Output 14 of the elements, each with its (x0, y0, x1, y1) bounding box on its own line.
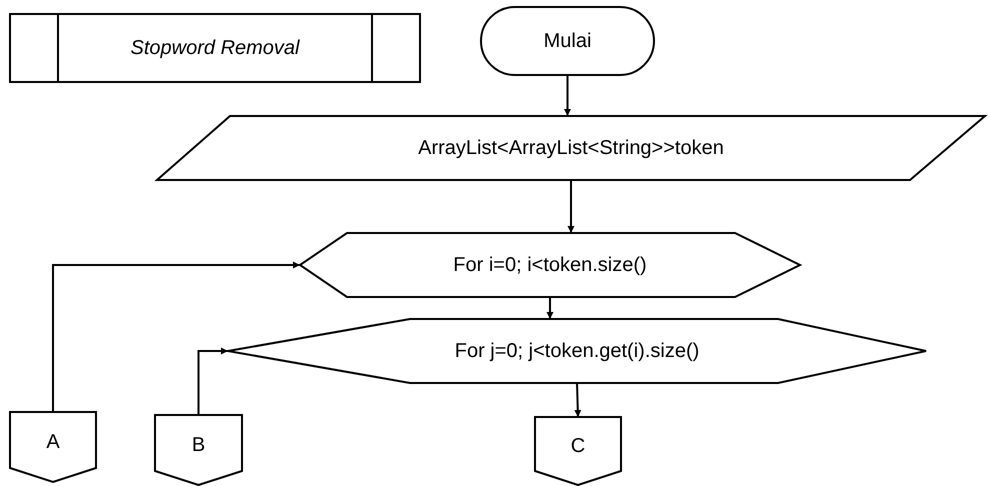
arrow (546, 297, 554, 319)
node-label: B (192, 434, 206, 456)
node-label: ArrayList<ArrayList<String>>token (418, 136, 724, 160)
arrow (198, 348, 228, 415)
arrow (564, 75, 571, 116)
node-label: For i=0; i<token.size() (453, 254, 647, 276)
node-label: For j=0; j<token.get(i).size() (454, 340, 700, 362)
node-label: C (570, 434, 586, 458)
node-label: Stopword Removal (130, 36, 300, 60)
node-label: A (46, 430, 60, 454)
arrow (574, 382, 582, 418)
arrow (568, 180, 574, 233)
node-label: Mulai (544, 30, 592, 52)
arrow (52, 262, 300, 412)
